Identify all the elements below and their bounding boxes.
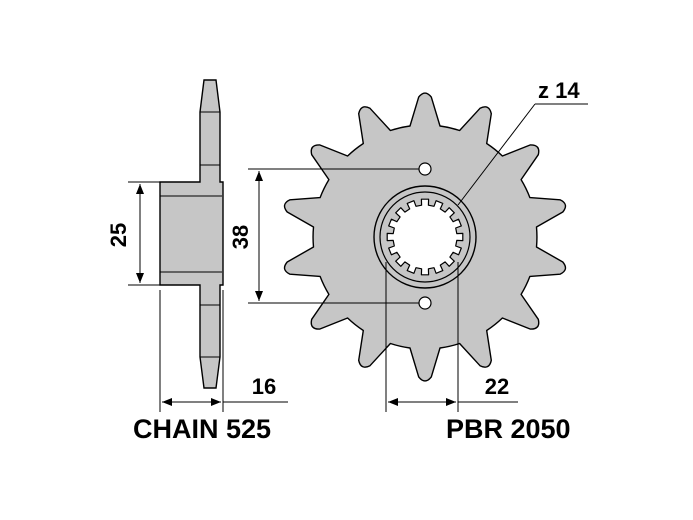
teeth-count-label: z 14 [538,78,580,103]
side-profile-view [159,79,224,389]
hub-width-label: 25 [106,223,131,247]
thickness-label: 16 [252,374,276,399]
profile-body [159,79,224,389]
front-sprocket-view [283,92,567,382]
chain-size-label: CHAIN 525 [133,414,271,444]
dimension-lines [128,103,588,412]
spline-outer-ring [373,185,477,289]
bolt-spacing-label: 38 [228,225,253,249]
teeth-leader-line [457,103,536,206]
spline-bore [386,198,464,276]
bolt-hole-top [418,162,432,176]
spline-diameter-label: 22 [485,374,509,399]
bolt-hole-bottom [418,296,432,310]
part-number-label: PBR 2050 [446,414,571,444]
